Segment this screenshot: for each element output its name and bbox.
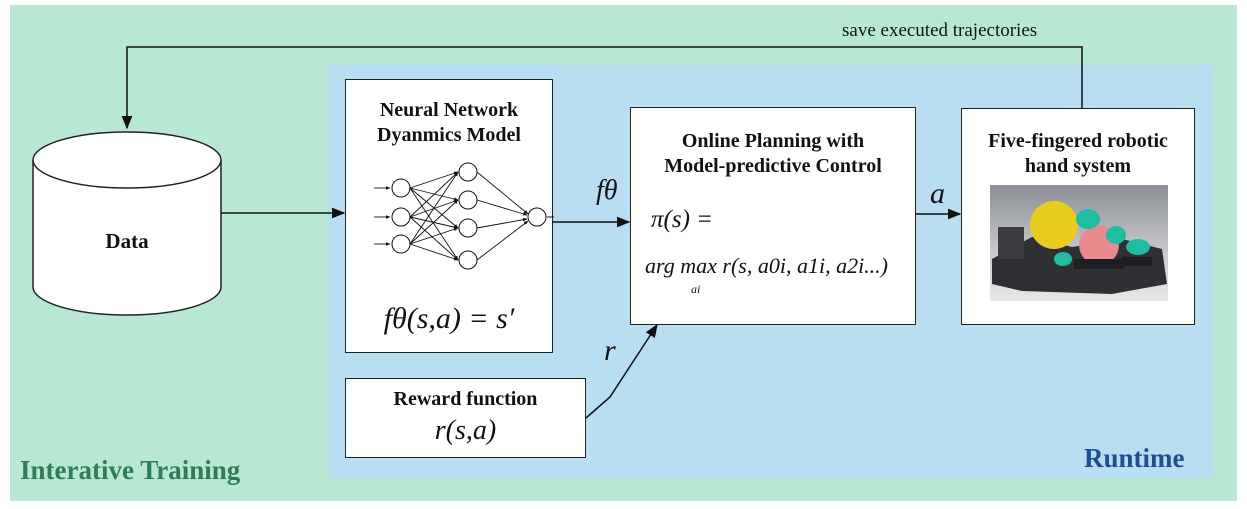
planner-equation-line2: arg max r(s, a0i, a1i, a2i...) (645, 253, 889, 278)
data-label: Data (105, 229, 149, 253)
robot-hand-box: Five-fingered robotic hand system (961, 108, 1195, 325)
reward-function-box: Reward function r(s,a) (345, 378, 586, 458)
reward-to-planner-arrow (585, 323, 658, 419)
interactive-training-label: Interative Training (20, 455, 241, 485)
argmax-subscript: ai (691, 282, 701, 296)
neural-network-icon (374, 162, 554, 270)
robotic-hand-photo-icon (990, 185, 1168, 301)
robot-title-line1: Five-fingered robotic (988, 130, 1168, 152)
dynamics-model-box: Neural Network Dyanmics Model (345, 79, 554, 353)
planner-title-line1: Online Planning with (681, 130, 865, 152)
data-cylinder-icon (32, 131, 222, 316)
planner-equation-line1: π(s) = (651, 206, 714, 233)
planner-title-line2: Model-predictive Control (664, 155, 882, 177)
planner-box: Online Planning with Model-predictive Co… (630, 107, 916, 325)
dynamics-model-title-line1: Neural Network (379, 99, 519, 121)
dynamics-model-title-line2: Dyanmics Model (377, 124, 521, 146)
model-to-planner-label: fθ (596, 175, 618, 206)
reward-to-planner-label: r (604, 334, 616, 367)
robot-title-line2: hand system (1024, 155, 1132, 177)
reward-equation: r(s,a) (434, 415, 497, 446)
planner-to-robot-label: a (930, 177, 945, 210)
reward-title: Reward function (393, 388, 538, 410)
feedback-arrow (121, 46, 1083, 130)
dynamics-model-equation: fθ(s,a) = s′ (383, 302, 515, 335)
feedback-label: save executed trajectories (842, 20, 1038, 41)
runtime-label: Runtime (1084, 443, 1185, 473)
